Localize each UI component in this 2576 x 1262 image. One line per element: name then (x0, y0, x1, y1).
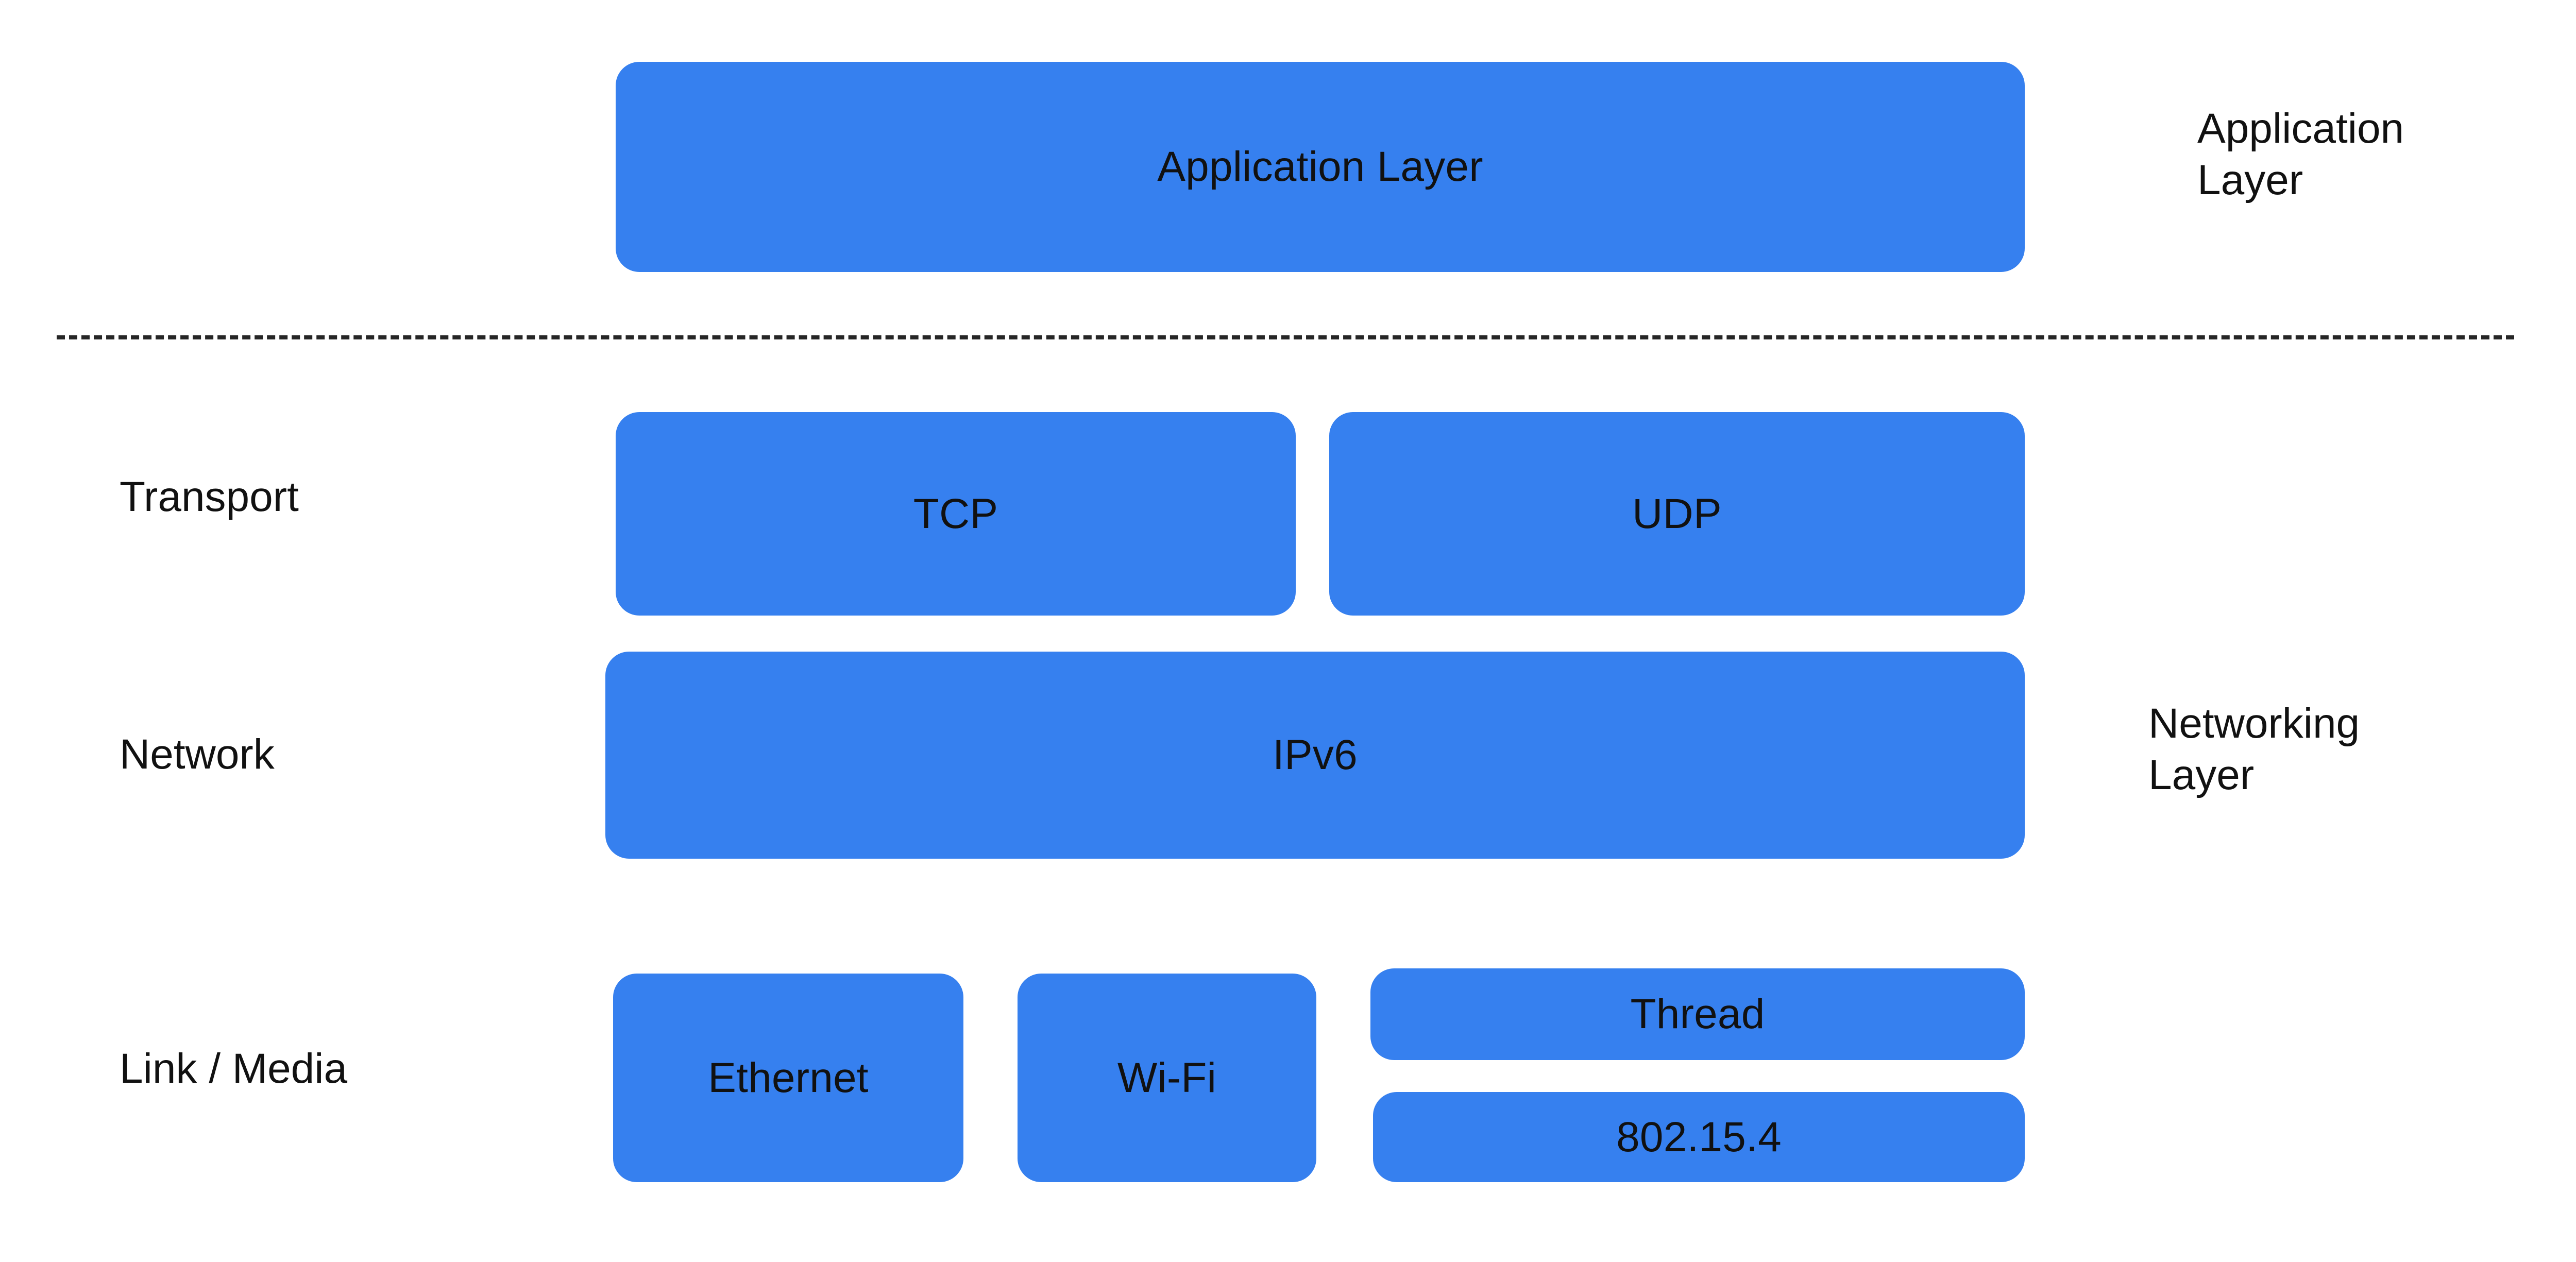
ipv6-box-label: IPv6 (1273, 731, 1358, 778)
row-label-network-text: Network (120, 730, 275, 778)
networking-layer-group-label-line1: Networking (2148, 700, 2360, 747)
row-label-link-media-text: Link / Media (120, 1045, 348, 1092)
layer-divider (57, 335, 2514, 339)
ieee802154-box[interactable]: 802.15.4 (1373, 1092, 2025, 1182)
udp-box[interactable]: UDP (1329, 412, 2025, 616)
application-layer-group-label: Application Layer (2197, 103, 2558, 216)
ieee802154-box-label: 802.15.4 (1616, 1113, 1782, 1161)
tcp-box-label: TCP (913, 490, 998, 537)
thread-box-label: Thread (1630, 991, 1765, 1037)
thread-box[interactable]: Thread (1370, 968, 2025, 1060)
networking-layer-group-label-line2: Layer (2148, 752, 2255, 799)
row-label-link-media: Link / Media (120, 1043, 511, 1095)
tcp-box[interactable]: TCP (616, 412, 1296, 616)
application-layer-group-label-line1: Application (2197, 105, 2404, 152)
wifi-box[interactable]: Wi-Fi (1018, 974, 1316, 1182)
row-label-transport: Transport (120, 471, 439, 523)
application-layer-group-label-line2: Layer (2197, 157, 2303, 204)
wifi-box-label: Wi-Fi (1117, 1054, 1217, 1101)
ethernet-box[interactable]: Ethernet (613, 974, 963, 1182)
ethernet-box-label: Ethernet (708, 1054, 869, 1101)
application-layer-box[interactable]: Application Layer (616, 62, 2025, 272)
application-layer-box-label: Application Layer (1157, 143, 1483, 190)
networking-layer-group-label: Networking Layer (2148, 698, 2540, 811)
row-label-network: Network (120, 729, 439, 780)
udp-box-label: UDP (1632, 490, 1722, 537)
row-label-transport-text: Transport (120, 473, 299, 520)
ipv6-box[interactable]: IPv6 (605, 652, 2025, 859)
